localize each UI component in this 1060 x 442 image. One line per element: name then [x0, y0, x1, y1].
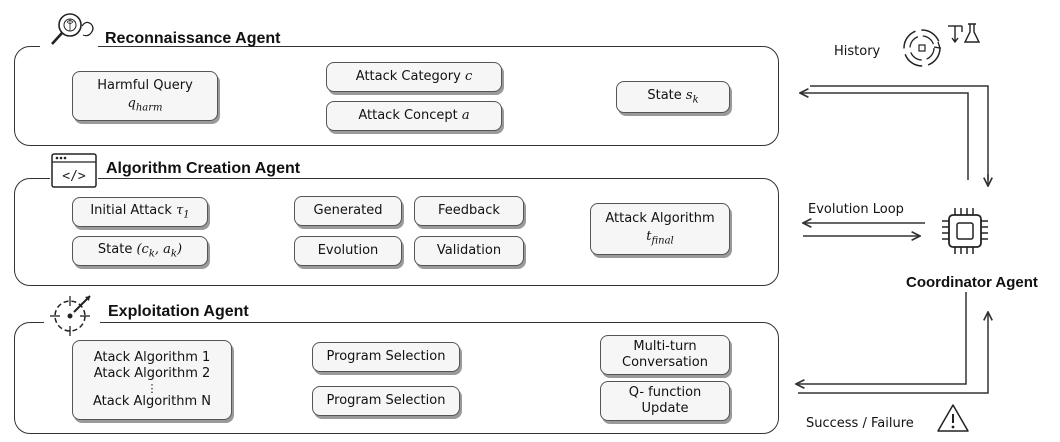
- algorithm-list-node: Atack Algorithm 1 Atack Algorithm 2 ⋮ At…: [72, 340, 232, 420]
- evolution-label: Evolution: [317, 243, 379, 259]
- attack-algorithm-symbol: tfinal: [646, 228, 674, 247]
- cpu-chip-icon: [940, 206, 990, 256]
- code-window-icon: </>: [50, 152, 98, 190]
- algorithm-list-item-n: Atack Algorithm N: [92, 393, 212, 409]
- magnifier-brain-icon: [40, 10, 98, 50]
- algorithm-list-item-1: Atack Algorithm 1: [93, 350, 211, 366]
- attack-concept-label: Attack Concept: [358, 108, 458, 124]
- exploit-title: Exploitation Agent: [108, 303, 249, 320]
- program-selection-node-1: Program Selection: [312, 342, 460, 372]
- flask-icon: [948, 23, 981, 44]
- success-failure-arrow-out: [796, 292, 967, 384]
- algorithm-list-ellipsis: ⋮: [146, 381, 158, 395]
- creation-state-node: State (ck, ak): [72, 236, 208, 266]
- attack-category-label: Attack Category: [355, 69, 461, 85]
- generated-node: Generated: [294, 196, 402, 226]
- initial-attack-node: Initial Attack τ1: [72, 197, 208, 227]
- attack-concept-symbol: a: [461, 108, 470, 124]
- coordinator-agent-label: Coordinator Agent: [906, 274, 1038, 291]
- success-failure-label: Success / Failure: [806, 416, 914, 431]
- multi-turn-line-1: Multi-turn: [633, 339, 697, 355]
- multi-turn-node: Multi-turn Conversation: [600, 335, 730, 375]
- initial-attack-label: Initial Attack: [90, 202, 172, 218]
- validation-node: Validation: [414, 236, 524, 266]
- attack-category-symbol: c: [464, 69, 473, 85]
- attack-concept-node: Attack Concept a: [326, 101, 502, 131]
- initial-attack-symbol: τ1: [176, 202, 190, 221]
- generated-label: Generated: [313, 203, 383, 219]
- evolution-node: Evolution: [294, 236, 402, 266]
- recon-state-label: State: [647, 87, 682, 103]
- multi-turn-line-2: Conversation: [622, 355, 708, 370]
- evolution-loop-label: Evolution Loop: [808, 202, 904, 217]
- harmful-query-node: Harmful Query qharm: [72, 71, 218, 121]
- recon-title: Reconnaissance Agent: [105, 30, 281, 47]
- attack-algorithm-node: Attack Algorithm tfinal: [590, 203, 730, 255]
- algorithm-list-item-2: Atack Algorithm 2: [93, 366, 211, 382]
- validation-label: Validation: [436, 243, 502, 259]
- history-arrow: [810, 85, 989, 180]
- q-function-line-2: Update: [641, 401, 689, 416]
- program-selection-node-2: Program Selection: [312, 386, 460, 416]
- creation-title: Algorithm Creation Agent: [106, 160, 301, 177]
- success-failure-arrow-in: [798, 312, 988, 394]
- attack-category-node: Attack Category c: [326, 62, 502, 92]
- q-function-node: Q- function Update: [600, 381, 730, 421]
- feedback-node: Feedback: [414, 196, 524, 226]
- crosshair-icon: [44, 290, 100, 338]
- attack-algorithm-label: Attack Algorithm: [605, 211, 715, 227]
- creation-state-symbol: (ck, ak): [136, 241, 183, 260]
- svg-text:</>: </>: [62, 169, 86, 184]
- creation-state-label: State: [97, 241, 133, 257]
- q-function-line-1: Q- function: [628, 385, 702, 401]
- harmful-query-symbol: qharm: [127, 95, 163, 114]
- feedback-label: Feedback: [438, 203, 500, 219]
- recon-state-symbol: sk: [685, 87, 699, 106]
- harmful-query-label: Harmful Query: [97, 78, 193, 94]
- program-selection-label-1: Program Selection: [326, 349, 446, 365]
- cycle-icon: [903, 29, 941, 67]
- history-return: [800, 93, 969, 180]
- recon-state-node: State sk: [616, 81, 730, 113]
- program-selection-label-2: Program Selection: [326, 393, 446, 409]
- warning-icon: [937, 404, 969, 432]
- history-label: History: [834, 44, 881, 59]
